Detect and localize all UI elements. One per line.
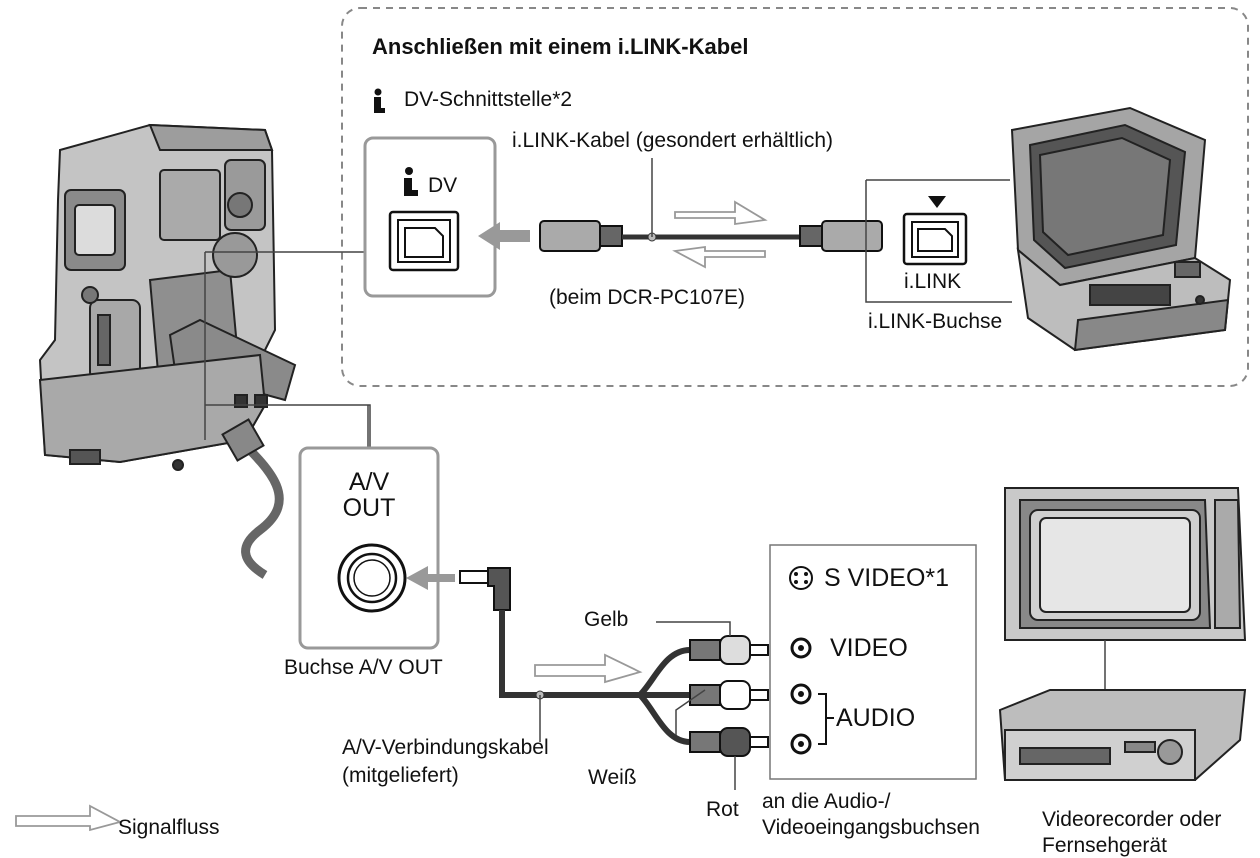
ilink-section-title: Anschließen mit einem i.LINK-Kabel <box>372 34 749 59</box>
svideo-icon <box>789 566 813 590</box>
dv-interface-label: DV-Schnittstelle*2 <box>404 88 573 111</box>
ilink-jack-label: i.LINK-Buchse <box>868 310 1003 333</box>
wire-red-label: Rot <box>706 798 739 821</box>
camcorder-illustration <box>38 123 297 471</box>
video-jack-label: VIDEO <box>830 634 908 662</box>
model-note: (beim DCR-PC107E) <box>549 286 746 309</box>
input-jacks-label-1: an die Audio-/ <box>762 790 891 813</box>
arrow-icon <box>478 222 530 250</box>
vcr-illustration <box>998 689 1247 781</box>
tv-illustration <box>1004 487 1247 641</box>
ilink-icon <box>374 88 385 113</box>
ilink-cable-label: i.LINK-Kabel (gesondert erhältlich) <box>512 129 833 152</box>
ilink-cable <box>539 220 883 252</box>
av-cable <box>459 567 691 745</box>
wire-white-label: Weiß <box>588 766 637 789</box>
av-cable-label-1: A/V-Verbindungskabel <box>342 736 549 759</box>
device-label-2: Fernsehgerät <box>1042 834 1167 857</box>
av-cable-label-2: (mitgeliefert) <box>342 764 459 787</box>
dv-port-label: DV <box>428 174 458 197</box>
wire-yellow-label: Gelb <box>584 608 629 631</box>
signal-flow-legend-label: Signalfluss <box>118 816 220 839</box>
ilink-port-label: i.LINK <box>904 270 962 293</box>
av-jack-label: Buchse A/V OUT <box>284 656 443 679</box>
video-deck-illustration <box>1010 106 1232 352</box>
signal-flow-arrow-icon <box>15 804 123 832</box>
input-jacks-label-2: Videoeingangsbuchsen <box>762 816 980 839</box>
svideo-jack-label: S VIDEO*1 <box>824 564 950 592</box>
device-label-1: Videorecorder oder <box>1042 808 1222 831</box>
av-port-label-1: A/V <box>348 468 390 496</box>
audio-jack-label: AUDIO <box>836 704 916 732</box>
ilink-section-frame <box>341 7 1249 387</box>
ilink-icon <box>404 167 418 196</box>
rca-plugs <box>689 635 769 757</box>
av-port-label-2: OUT <box>342 494 396 522</box>
